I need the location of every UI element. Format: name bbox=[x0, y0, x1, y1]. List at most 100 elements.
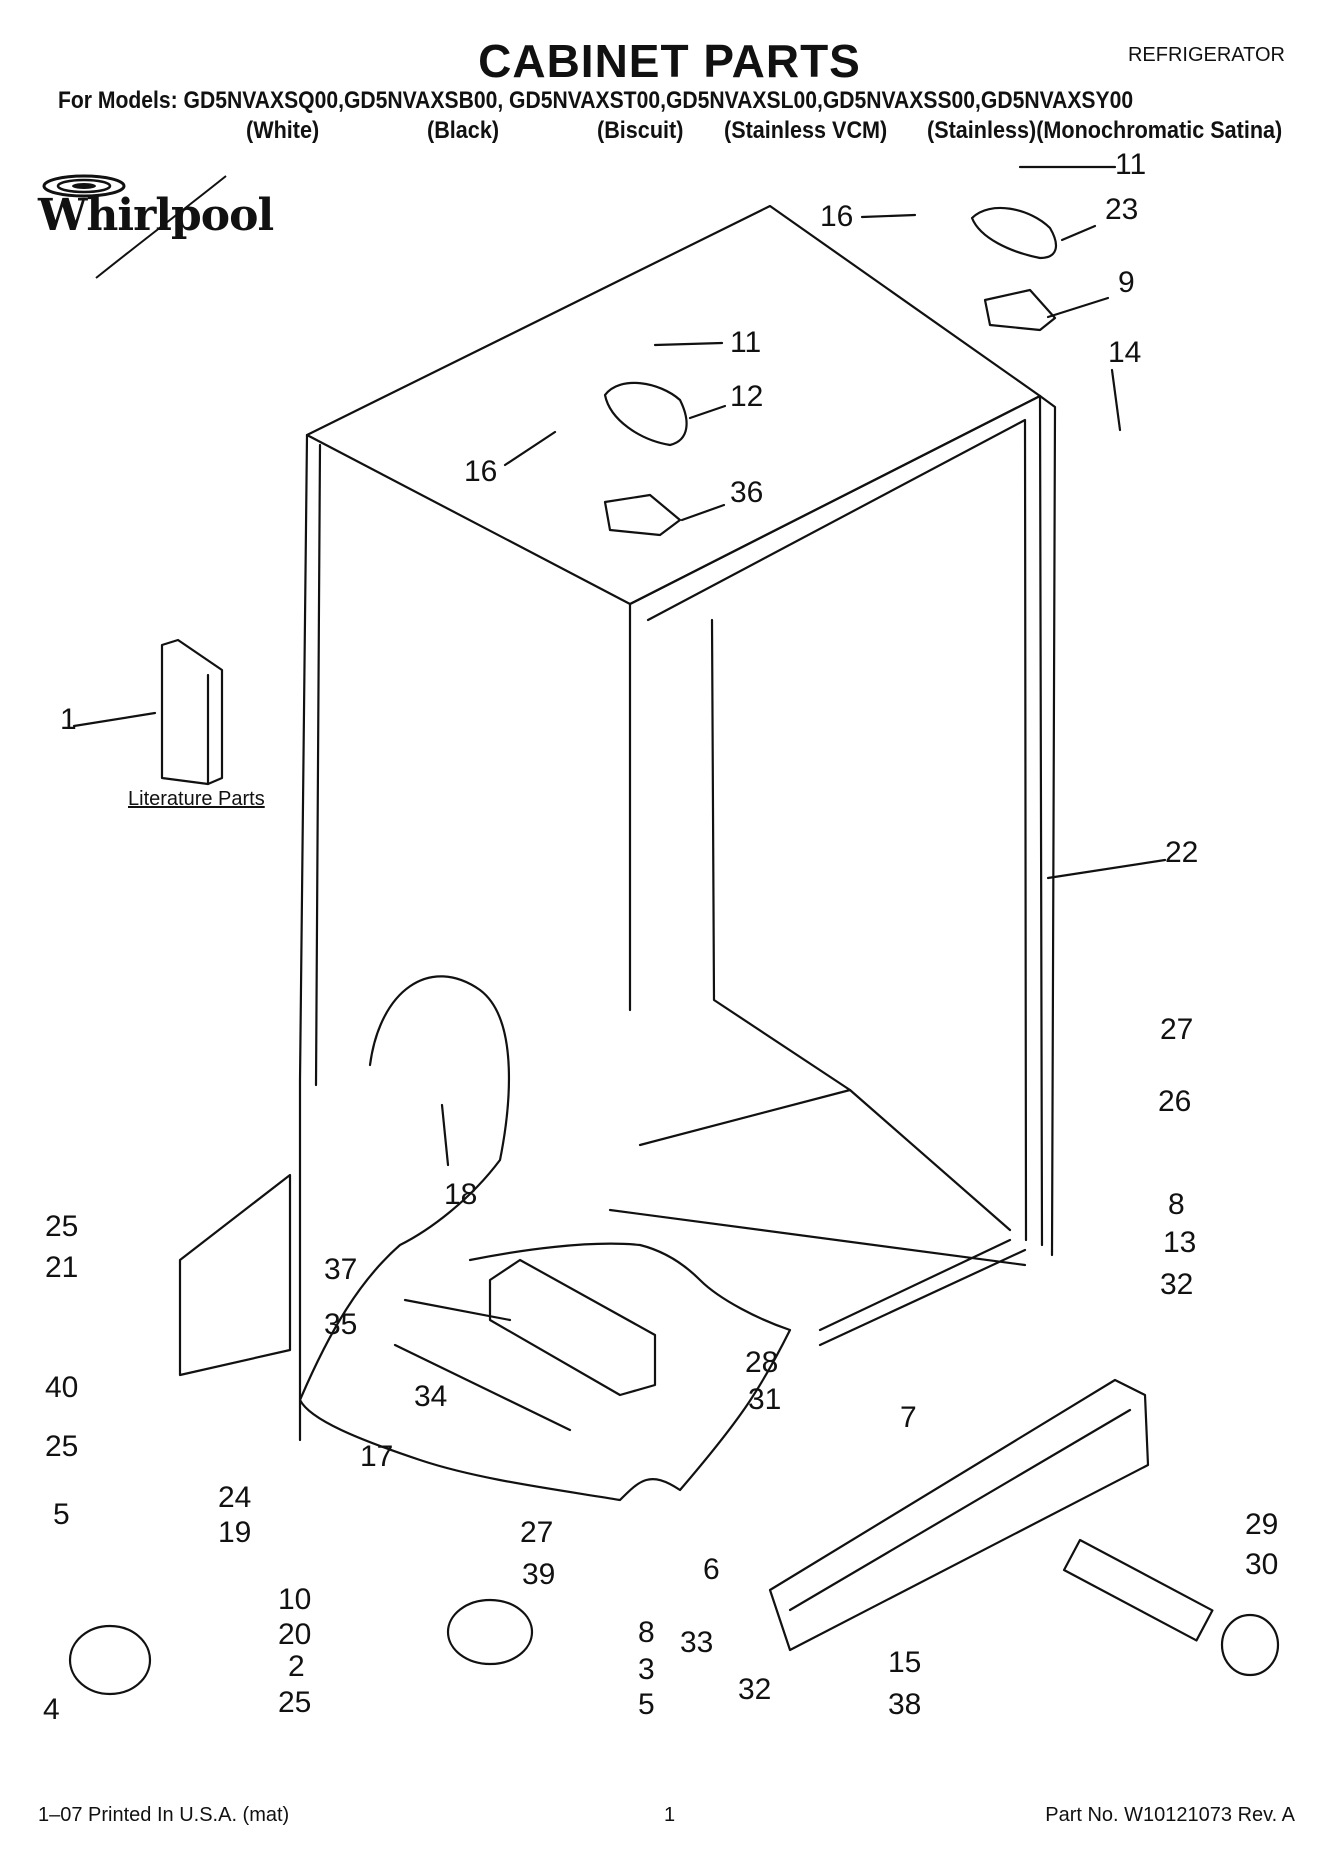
brand-name: Whirlpool bbox=[38, 190, 274, 241]
callout-5: 5 bbox=[53, 1498, 70, 1531]
cabinet-floor-line bbox=[820, 1250, 1025, 1345]
part-number: Part No. W10121073 Rev. A bbox=[1045, 1804, 1295, 1826]
tube-35 bbox=[395, 1345, 570, 1430]
hinge-cover-23 bbox=[972, 208, 1056, 258]
leader-14 bbox=[1112, 370, 1120, 430]
leader-1 bbox=[74, 713, 155, 726]
leader-12 bbox=[690, 406, 725, 418]
callout-6: 6 bbox=[703, 1553, 720, 1586]
callout-16: 16 bbox=[464, 455, 498, 488]
hinge-36 bbox=[605, 495, 680, 535]
callout-32: 32 bbox=[738, 1673, 772, 1706]
literature-booklet bbox=[162, 640, 222, 784]
callout-29: 29 bbox=[1245, 1508, 1279, 1541]
callout-32: 32 bbox=[1160, 1268, 1194, 1301]
page-number: 1 bbox=[664, 1804, 676, 1826]
callout-38: 38 bbox=[888, 1688, 922, 1721]
cabinet-floor bbox=[640, 1090, 1010, 1230]
callout-4: 4 bbox=[43, 1693, 60, 1726]
cabinet-left-side bbox=[300, 435, 307, 1440]
cabinet-divider bbox=[712, 620, 850, 1090]
callout-26: 26 bbox=[1158, 1085, 1192, 1118]
leveler-4 bbox=[70, 1626, 150, 1694]
leader-22 bbox=[1048, 860, 1165, 878]
tube-37 bbox=[405, 1300, 510, 1320]
callout-21: 21 bbox=[45, 1251, 79, 1284]
callout-17: 17 bbox=[360, 1440, 394, 1473]
callout-1: 1 bbox=[60, 703, 77, 736]
leader-16-mid bbox=[505, 432, 555, 465]
filter-cap-30 bbox=[1222, 1615, 1278, 1675]
callout-23: 23 bbox=[1105, 193, 1139, 226]
leader-36 bbox=[682, 505, 724, 520]
leader-11-mid bbox=[655, 343, 722, 345]
page-title: CABINET PARTS bbox=[478, 35, 861, 87]
callout-8: 8 bbox=[1168, 1188, 1185, 1221]
callout-27: 27 bbox=[520, 1516, 554, 1549]
whirlpool-swirl-icon bbox=[42, 174, 227, 279]
callout-31: 31 bbox=[748, 1383, 782, 1416]
color-biscuit: (Biscuit) bbox=[597, 117, 684, 144]
hinge-cover-12 bbox=[605, 383, 687, 445]
color-stainless-satina: (Stainless)(Monochromatic Satina) bbox=[927, 117, 1283, 144]
cabinet-left-inner bbox=[316, 445, 320, 1085]
callout-36: 36 bbox=[730, 476, 764, 509]
callout-13: 13 bbox=[1163, 1226, 1197, 1259]
callout-18: 18 bbox=[444, 1178, 478, 1211]
callout-34: 34 bbox=[414, 1380, 448, 1413]
leader-16-top bbox=[862, 215, 915, 217]
lower-hinge-2 bbox=[448, 1600, 532, 1664]
callout-14: 14 bbox=[1108, 336, 1142, 369]
leader-9 bbox=[1048, 298, 1108, 317]
water-filter-29 bbox=[1064, 1540, 1212, 1640]
callout-25: 25 bbox=[45, 1430, 79, 1463]
color-white: (White) bbox=[246, 117, 320, 144]
cabinet-front-bottom bbox=[610, 1210, 1025, 1265]
callout-33: 33 bbox=[680, 1626, 714, 1659]
callout-19: 19 bbox=[218, 1516, 252, 1549]
callout-25: 25 bbox=[45, 1210, 79, 1243]
callout-3: 3 bbox=[638, 1653, 655, 1686]
callout-12: 12 bbox=[730, 380, 764, 413]
callout-10: 10 bbox=[278, 1583, 312, 1616]
callout-27: 27 bbox=[1160, 1013, 1194, 1046]
callout-11: 11 bbox=[1115, 148, 1147, 181]
callout-30: 30 bbox=[1245, 1548, 1279, 1581]
callout-40: 40 bbox=[45, 1371, 79, 1404]
color-stainless-vcm: (Stainless VCM) bbox=[724, 117, 888, 144]
callout-8: 8 bbox=[638, 1616, 655, 1649]
leader-18 bbox=[442, 1105, 448, 1165]
leader-23 bbox=[1062, 226, 1095, 240]
callout-7: 7 bbox=[900, 1401, 917, 1434]
toe-grille-edge bbox=[790, 1410, 1130, 1610]
cabinet-right-edge bbox=[1040, 396, 1055, 1255]
callout-5: 5 bbox=[638, 1688, 655, 1721]
print-info: 1–07 Printed In U.S.A. (mat) bbox=[38, 1804, 290, 1826]
callout-2: 2 bbox=[288, 1650, 305, 1683]
toe-grille-15 bbox=[770, 1380, 1148, 1650]
callout-39: 39 bbox=[522, 1558, 556, 1591]
callout-16: 16 bbox=[820, 200, 854, 233]
cabinet-front-frame-inner bbox=[648, 420, 1026, 1240]
callout-11: 11 bbox=[730, 326, 762, 359]
callout-35: 35 bbox=[324, 1308, 358, 1341]
cutaway-outline bbox=[300, 976, 790, 1500]
document-type: REFRIGERATOR bbox=[1127, 44, 1285, 66]
hinge-9 bbox=[985, 290, 1055, 330]
callout-9: 9 bbox=[1118, 266, 1135, 299]
callout-15: 15 bbox=[888, 1646, 922, 1679]
color-black: (Black) bbox=[427, 117, 500, 144]
cabinet-floor-line2 bbox=[820, 1240, 1010, 1330]
literature-parts-label: Literature Parts bbox=[128, 788, 265, 810]
callout-28: 28 bbox=[745, 1346, 779, 1379]
brand-logo bbox=[36, 168, 256, 293]
callout-20: 20 bbox=[278, 1618, 312, 1651]
filter-housing-28 bbox=[490, 1260, 655, 1395]
callout-37: 37 bbox=[324, 1253, 358, 1286]
rear-panel-21 bbox=[180, 1175, 290, 1375]
callout-25: 25 bbox=[278, 1686, 312, 1719]
callout-22: 22 bbox=[1165, 836, 1199, 869]
callout-24: 24 bbox=[218, 1481, 252, 1514]
cabinet-top bbox=[307, 206, 1040, 604]
